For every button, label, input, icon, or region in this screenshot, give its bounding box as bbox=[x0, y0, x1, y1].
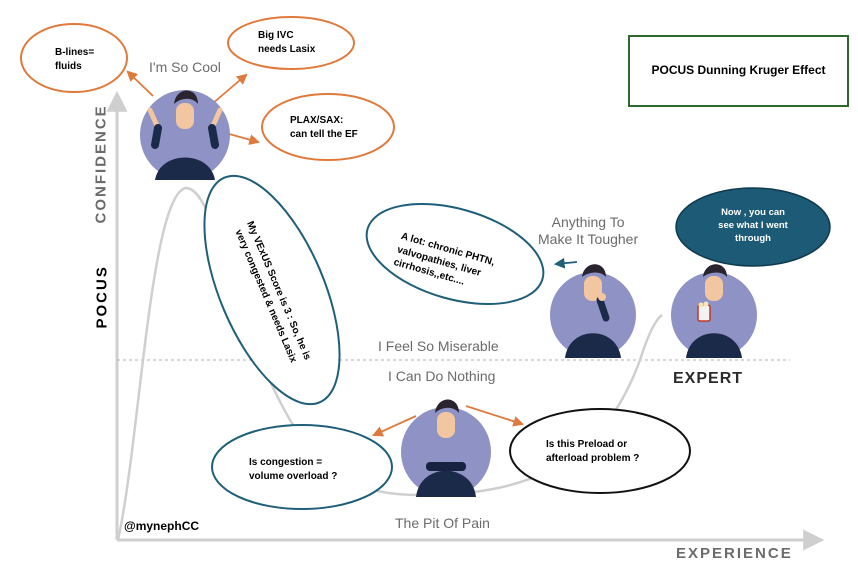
bubble-blines-text: B-lines= fluids bbox=[55, 47, 95, 72]
arrow-to-blines bbox=[126, 70, 154, 97]
avatar-tougher bbox=[550, 264, 636, 358]
stage-tougher-label: Anything To Make It Tougher bbox=[538, 214, 639, 247]
bubble-ivc-text: Big IVC needs Lasix bbox=[258, 30, 316, 55]
bubble-ivc bbox=[227, 16, 355, 70]
arrow-to-congestion bbox=[372, 415, 417, 437]
bubble-chronic bbox=[365, 202, 545, 306]
stage-peak-label: I'm So Cool bbox=[149, 59, 221, 75]
diagram-title: POCUS Dunning Kruger Effect bbox=[651, 63, 826, 77]
author-handle: @mynephCC bbox=[124, 519, 200, 533]
bubble-congestion-text: Is congestion = volume overload ? bbox=[249, 457, 338, 482]
bubble-expert-quote bbox=[675, 187, 831, 267]
title-box bbox=[628, 35, 849, 107]
bubble-plax-text: PLAX/SAX: can tell the EF bbox=[290, 115, 358, 140]
avatar-pit bbox=[401, 399, 491, 497]
stage-nothing-label: I Can Do Nothing bbox=[388, 368, 496, 384]
x-axis-label: EXPERIENCE bbox=[676, 545, 793, 562]
avatar-expert bbox=[671, 264, 757, 358]
y-axis-label-prefix: POCUS bbox=[93, 265, 111, 329]
bubble-vexus bbox=[203, 174, 341, 406]
bubble-preload bbox=[509, 408, 691, 494]
bubble-expert-quote-text: Now , you can see what I went through bbox=[718, 207, 788, 244]
bubble-preload-text: Is this Preload or afterload problem ? bbox=[546, 439, 640, 464]
bubble-plax bbox=[261, 93, 395, 161]
y-axis-label-main: CONFIDENCE bbox=[92, 104, 110, 224]
avatar-peak bbox=[140, 90, 230, 180]
stage-pit-label: The Pit Of Pain bbox=[395, 515, 490, 531]
stage-miserable-label: I Feel So Miserable bbox=[378, 338, 499, 354]
arrow-to-chronic bbox=[553, 257, 578, 269]
stage-expert-label: EXPERT bbox=[673, 370, 744, 387]
bubble-blines bbox=[20, 23, 128, 93]
arrow-to-preload bbox=[465, 405, 525, 427]
bubble-congestion bbox=[211, 424, 393, 510]
arrow-to-ivc bbox=[211, 73, 248, 105]
